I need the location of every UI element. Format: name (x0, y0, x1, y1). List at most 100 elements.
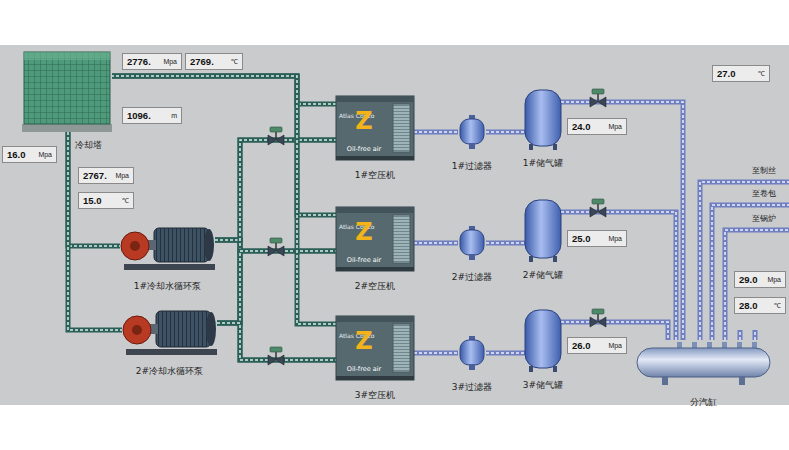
air-compressor: Atlas CopcoZOil-free air2#空压机 (336, 207, 414, 271)
water-pump-picture-part (121, 232, 149, 260)
air-pipe-part (414, 241, 458, 246)
value-unit: ℃ (231, 57, 238, 66)
air-tank-picture-part (529, 366, 533, 372)
air-compressor-picture-part (336, 376, 414, 380)
value-unit: ℃ (758, 69, 765, 78)
air-compressor-picture-part (393, 104, 410, 152)
caption-wrap: 1#过滤器 (452, 155, 492, 173)
caption-wrap: 1#储气罐 (523, 152, 563, 170)
brand-logo: Z (355, 327, 372, 355)
air-tank-picture (525, 308, 561, 372)
air-pipe (486, 243, 525, 244)
cooling-tower-picture-part (22, 124, 112, 132)
air-tank-picture-part (525, 90, 561, 146)
water-valve (268, 238, 284, 256)
equipment-caption: 1#过滤器 (452, 161, 492, 171)
water-valve (268, 347, 284, 365)
water-pump: 2#冷却水循环泵 (122, 305, 217, 355)
outlet-pipe-part (700, 182, 789, 340)
water-pipe-part (217, 251, 336, 323)
air-pipe-part (486, 130, 525, 135)
air-pipe-part (414, 351, 458, 356)
water-pipe-part (112, 76, 336, 324)
outlet-pipe (700, 182, 789, 340)
equipment-caption: 3#空压机 (355, 390, 395, 400)
equipment-caption: 2#冷却水循环泵 (136, 366, 203, 376)
value-number: 2769. (190, 56, 214, 67)
air-tank-picture (525, 198, 561, 262)
air-tank: 2#储气罐 (525, 198, 561, 262)
air-pipe-part (414, 242, 458, 244)
caption-wrap: 3#空压机 (355, 384, 395, 402)
water-pipe (112, 76, 336, 215)
value-box: 16.0Mpa (2, 146, 57, 163)
air-pipe-part (561, 102, 683, 340)
water-pipe-part (217, 140, 336, 323)
water-pipe-part (68, 132, 122, 330)
value-number: 24.0 (572, 121, 591, 132)
water-pipe-part (112, 76, 336, 104)
water-pump-picture-part (154, 228, 209, 262)
air-pipe (561, 102, 683, 340)
air-compressor-picture-part (336, 96, 414, 160)
steam-manifold: 分汽缸 (637, 340, 770, 385)
value-box: 2776. Mpa (122, 53, 182, 70)
equipment-caption: 3#储气罐 (523, 380, 563, 390)
value-unit: Mpa (608, 342, 622, 349)
air-pipe (414, 132, 458, 133)
water-pipe-part (68, 132, 122, 330)
value-box: 2767.Mpa (78, 167, 134, 184)
cooling-tower-picture-part (24, 52, 110, 124)
value-box: 29.0Mpa (734, 271, 786, 288)
water-pump-picture-part (124, 264, 215, 270)
equipment-caption: 3#过滤器 (452, 382, 492, 392)
air-valve (590, 309, 606, 327)
air-pipe-part (486, 242, 525, 244)
air-compressor-picture-part (336, 316, 414, 322)
value-number: 27.0 (717, 68, 736, 79)
water-pump-picture (122, 305, 217, 355)
value-box: 1096.m (122, 107, 182, 124)
air-compressor-part: Z (336, 220, 392, 244)
value-unit: Mpa (767, 276, 781, 283)
air-pipe-part (414, 131, 458, 133)
destination-label: 至制丝 (752, 166, 776, 176)
brand-logo: Z (355, 218, 372, 246)
caption-wrap: 冷却塔 (75, 134, 102, 152)
air-tank: 3#储气罐 (525, 308, 561, 372)
value-number: 25.0 (572, 233, 591, 244)
water-pipe-part (112, 76, 336, 104)
air-compressor: Atlas CopcoZOil-free air1#空压机 (336, 96, 414, 160)
air-pipe (486, 353, 525, 354)
cooling-tower-picture-part (24, 52, 110, 60)
air-pipe-part (486, 351, 525, 356)
caption-wrap: 3#储气罐 (523, 374, 563, 392)
water-pump-picture-part (206, 312, 216, 346)
value-unit: Mpa (38, 151, 52, 158)
air-pipe-part (486, 352, 525, 354)
air-compressor-picture-part (336, 156, 414, 160)
equipment-caption: 分汽缸 (690, 397, 717, 407)
air-tank-picture-part (525, 200, 561, 258)
value-number: 28.0 (739, 300, 758, 311)
air-filter-picture (458, 336, 486, 370)
value-unit: Mpa (163, 58, 177, 65)
brand-slogan: Oil-free air (347, 145, 381, 153)
value-unit: Mpa (608, 123, 622, 130)
air-pipe-part (486, 131, 525, 133)
water-pipe-part (217, 140, 336, 323)
air-filter-picture (458, 115, 486, 149)
air-pipe (414, 243, 458, 244)
caption-wrap: 2#过滤器 (452, 266, 492, 284)
air-valve (590, 89, 606, 107)
air-pipe-part (561, 102, 683, 340)
value-number: 2767. (83, 170, 107, 181)
air-filter: 1#过滤器 (458, 115, 486, 149)
air-compressor-picture-part (336, 267, 414, 271)
air-tank-picture-part (529, 256, 533, 262)
air-compressor-picture-part (336, 316, 414, 380)
value-number: 2776. (127, 56, 151, 67)
equipment-caption: 冷却塔 (75, 140, 102, 150)
water-pump-picture-part (126, 349, 217, 355)
water-pipe (68, 132, 122, 330)
